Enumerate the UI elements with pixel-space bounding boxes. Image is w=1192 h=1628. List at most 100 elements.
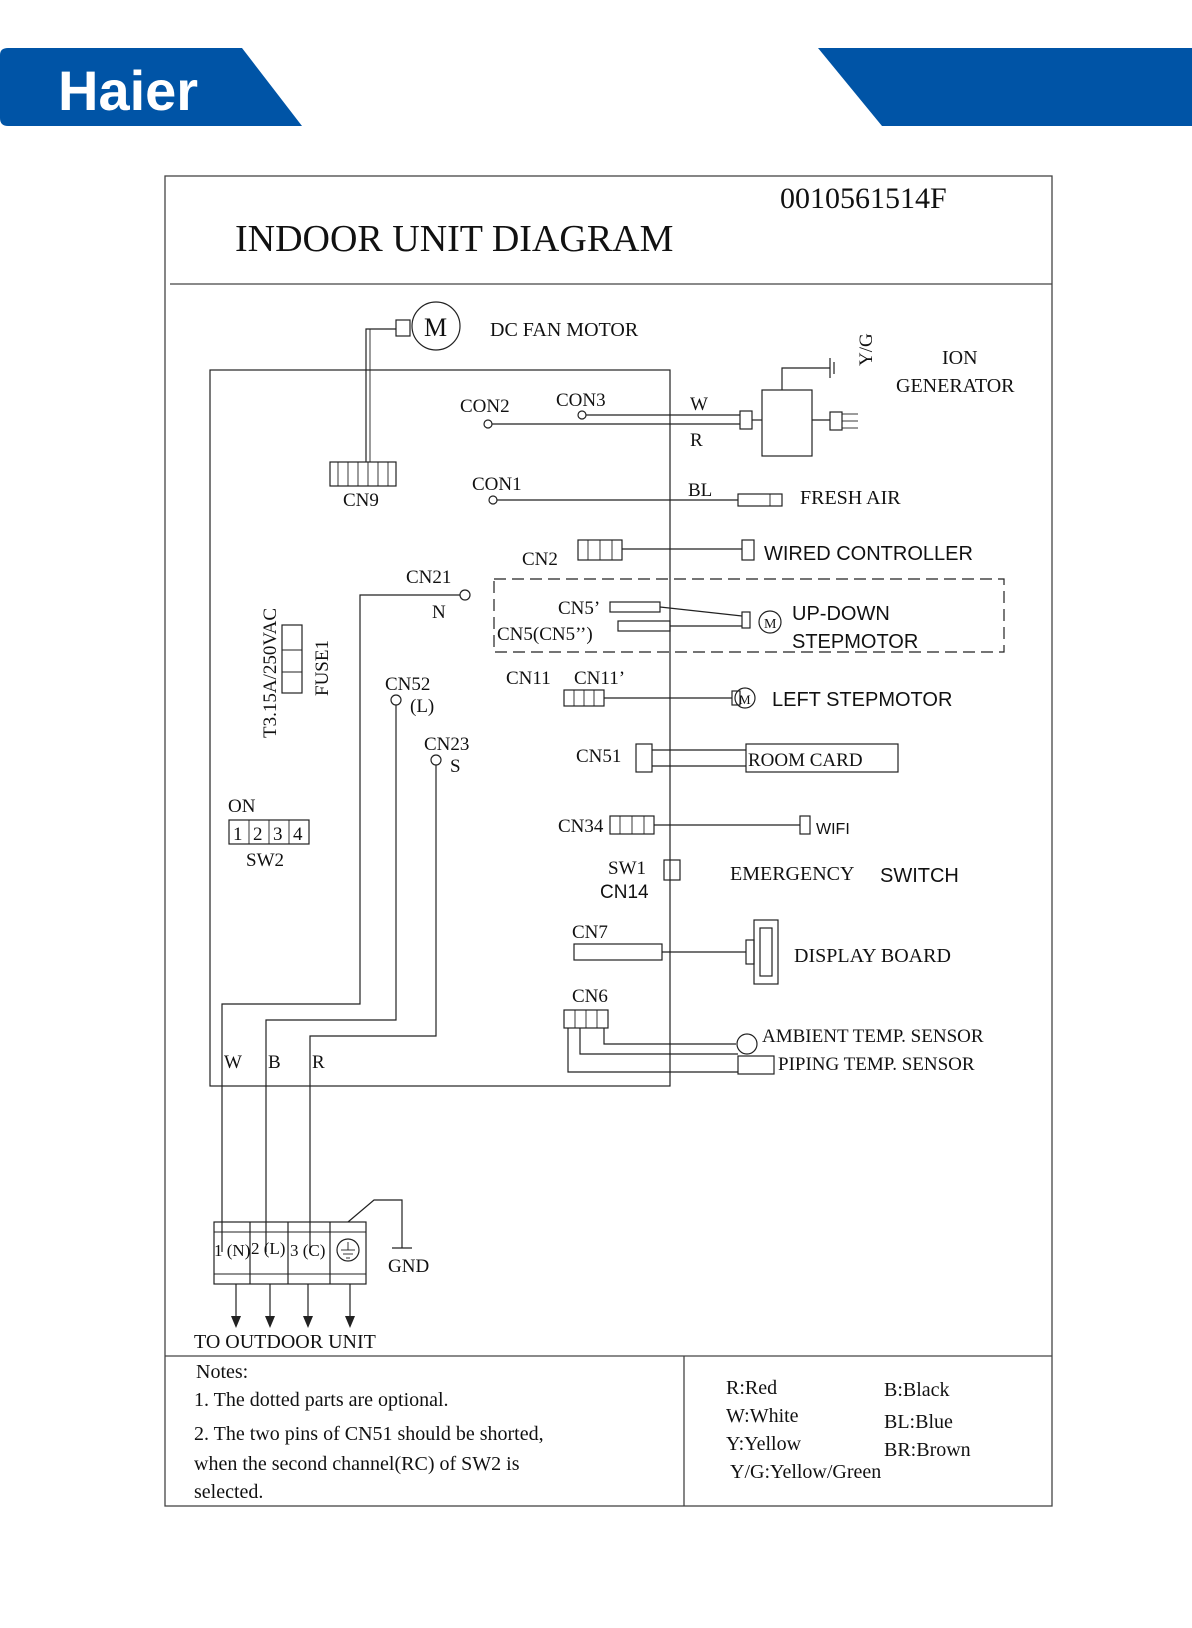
ion-connector bbox=[739, 410, 753, 430]
terminal-1-label: 1 (N) bbox=[214, 1241, 250, 1260]
fuse-body bbox=[281, 624, 303, 694]
terminal-3-label: 3 (C) bbox=[290, 1241, 325, 1260]
updown-stepmotor-icon bbox=[758, 610, 782, 634]
wire-bl-label: BL bbox=[688, 480, 712, 501]
fuse-rating-label: T3.15A/250VAC bbox=[260, 608, 281, 738]
cn52-terminal bbox=[390, 694, 402, 706]
diagram-frame bbox=[164, 175, 1053, 1507]
ion-generator-label-2: GENERATOR bbox=[896, 375, 1015, 397]
terminal-2-label: 2 (L) bbox=[251, 1239, 285, 1258]
sw1-switch bbox=[663, 859, 681, 881]
brand-banner-left bbox=[0, 48, 302, 126]
legend-blue: BL:Blue bbox=[884, 1411, 953, 1433]
ambient-sensor-icon bbox=[736, 1033, 758, 1055]
wire-c bbox=[309, 765, 437, 1252]
ion-generator-label-1: ION bbox=[942, 347, 978, 369]
wire-w-label: W bbox=[690, 394, 708, 415]
legend-red: R:Red bbox=[726, 1377, 777, 1399]
updown-stepmotor-label-2: STEPMOTOR bbox=[792, 631, 918, 653]
piping-sensor-icon bbox=[737, 1055, 775, 1075]
cn51-connector bbox=[635, 743, 653, 773]
cn5-connector bbox=[617, 620, 671, 632]
fresh-air-connector bbox=[737, 493, 783, 507]
con1-terminal bbox=[488, 495, 498, 505]
power-wire-b-label: B bbox=[268, 1052, 281, 1073]
cn6-label: CN6 bbox=[572, 986, 608, 1007]
brand-banner-right bbox=[818, 48, 1192, 126]
pcb-board bbox=[209, 369, 671, 1087]
piping-sensor-wire-2 bbox=[567, 1028, 738, 1073]
document-code: 0010561514F bbox=[780, 182, 947, 215]
legend-yellow-green: Y/G:Yellow/Green bbox=[730, 1461, 881, 1483]
updown-motor-symbol: M bbox=[764, 617, 777, 632]
cn9-connector bbox=[329, 461, 397, 487]
cn23-terminal bbox=[430, 754, 442, 766]
cn5-prime-connector bbox=[609, 601, 661, 613]
fan-motor-icon bbox=[411, 301, 461, 351]
note-line-3: when the second channel(RC) of SW2 is bbox=[194, 1453, 520, 1475]
sw2-digit-2: 2 bbox=[253, 824, 263, 845]
left-stepmotor-icon bbox=[734, 687, 756, 709]
wire-n bbox=[221, 594, 460, 1252]
piping-sensor-label: PIPING TEMP. SENSOR bbox=[778, 1054, 975, 1075]
wifi-connector bbox=[799, 815, 811, 835]
emergency-label: EMERGENCY bbox=[730, 863, 854, 885]
sw2-label: SW2 bbox=[246, 850, 284, 871]
terminal-block bbox=[213, 1221, 367, 1285]
cn11-label: CN11 bbox=[506, 668, 551, 689]
con3-terminal bbox=[577, 410, 587, 420]
con2-terminal bbox=[483, 419, 493, 429]
legend-yellow: Y:Yellow bbox=[726, 1433, 802, 1455]
cn9-label: CN9 bbox=[343, 490, 379, 511]
cn7-connector bbox=[573, 943, 663, 961]
display-board-label: DISPLAY BOARD bbox=[794, 945, 951, 967]
cn5-label: CN5(CN5’’) bbox=[497, 624, 593, 645]
cn23-s-label: S bbox=[450, 756, 461, 777]
ion-ground-wire bbox=[781, 367, 830, 390]
fresh-air-label: FRESH AIR bbox=[800, 487, 901, 509]
ambient-sensor-wire bbox=[603, 1028, 736, 1045]
power-wire-w-label: W bbox=[224, 1052, 242, 1073]
cn2-label: CN2 bbox=[522, 549, 558, 570]
sw2-digit-4: 4 bbox=[293, 824, 303, 845]
left-stepmotor-label: LEFT STEPMOTOR bbox=[772, 689, 952, 711]
cn7-label: CN7 bbox=[572, 922, 608, 943]
power-wire-r-label: R bbox=[312, 1052, 325, 1073]
notes-title: Notes: bbox=[196, 1361, 248, 1383]
brand-logo: Haier bbox=[58, 59, 198, 122]
con3-label: CON3 bbox=[556, 390, 606, 411]
fan-motor-label: DC FAN MOTOR bbox=[490, 319, 639, 341]
fan-wire bbox=[365, 328, 396, 462]
con2-label: CON2 bbox=[460, 396, 510, 417]
note-line-1: 1. The dotted parts are optional. bbox=[194, 1389, 449, 1411]
wire-l bbox=[265, 705, 397, 1252]
switch-label: SWITCH bbox=[880, 865, 959, 887]
ion-output-connector bbox=[829, 411, 843, 431]
room-card-box bbox=[745, 743, 899, 773]
ground-terminal-icon bbox=[336, 1238, 360, 1262]
display-board-box bbox=[753, 919, 779, 985]
ground-wire bbox=[347, 1199, 403, 1248]
gnd-label: GND bbox=[388, 1256, 429, 1277]
ambient-sensor-label: AMBIENT TEMP. SENSOR bbox=[762, 1026, 984, 1047]
legend-brown: BR:Brown bbox=[884, 1439, 971, 1461]
wired-controller-connector bbox=[741, 539, 755, 561]
fan-motor-symbol: M bbox=[424, 313, 447, 342]
cn11-prime-label: CN11’ bbox=[574, 668, 625, 689]
sw2-digit-1: 1 bbox=[233, 824, 243, 845]
fan-motor-connector bbox=[395, 319, 411, 337]
wire-r-label: R bbox=[690, 430, 703, 451]
legend-black: B:Black bbox=[884, 1379, 950, 1401]
cn23-label: CN23 bbox=[424, 734, 469, 755]
cn21-label: CN21 bbox=[406, 567, 451, 588]
page-title: INDOOR UNIT DIAGRAM bbox=[235, 218, 673, 260]
left-motor-symbol: M bbox=[739, 692, 751, 707]
sw2-on-label: ON bbox=[228, 796, 256, 817]
piping-sensor-wire-1 bbox=[579, 1028, 738, 1055]
updown-stepmotor-label-1: UP-DOWN bbox=[792, 603, 890, 625]
ion-ground-label: Y/G bbox=[856, 333, 877, 366]
cn21-n-label: N bbox=[432, 602, 446, 623]
con1-label: CON1 bbox=[472, 474, 522, 495]
wired-controller-label: WIRED CONTROLLER bbox=[764, 543, 973, 565]
optional-dotted-area bbox=[493, 578, 1005, 653]
